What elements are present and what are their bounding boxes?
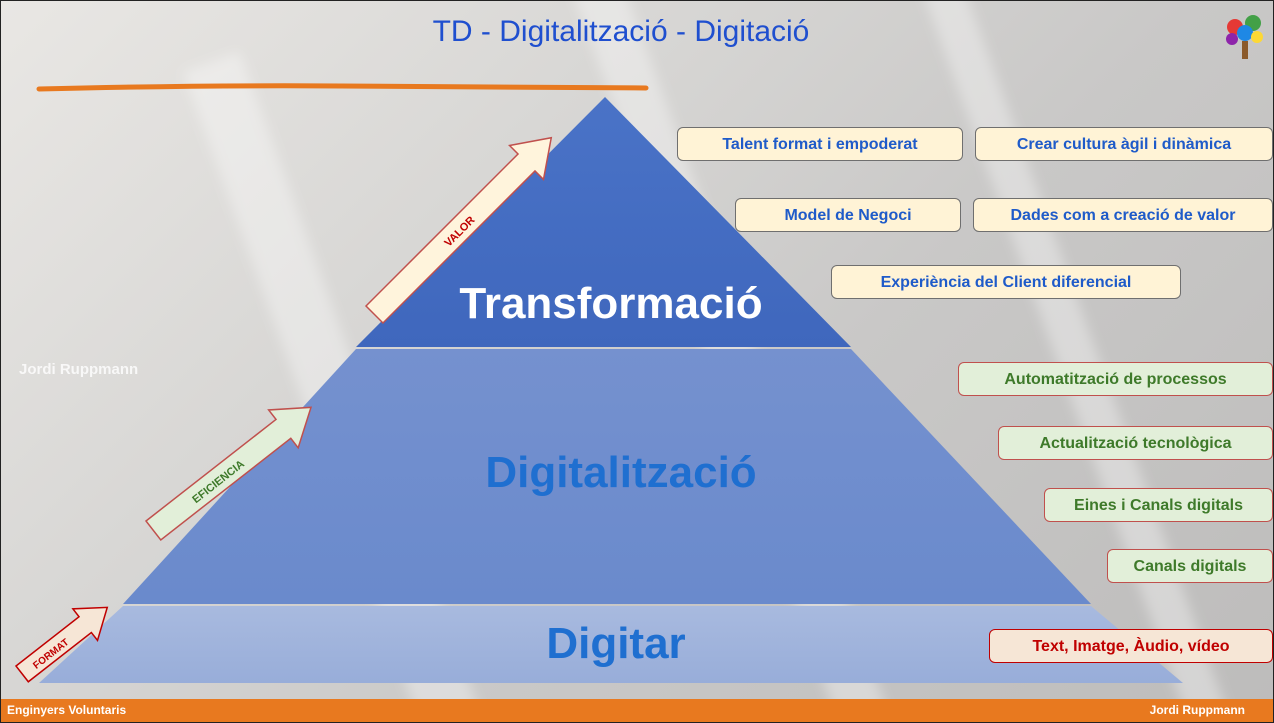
format-arrow: FORMAT <box>14 606 109 683</box>
eficiencia-arrow: EFICIENCIA <box>144 406 313 541</box>
digitar-item: Text, Imatge, Àudio, vídeo <box>989 629 1273 663</box>
transformacio-item: Dades com a creació de valor <box>973 198 1273 232</box>
transformacio-item: Talent format i empoderat <box>677 127 963 161</box>
digitalitzacio-item: Actualització tecnològica <box>998 426 1273 460</box>
title-underline <box>36 83 649 92</box>
transformacio-item: Experiència del Client diferencial <box>831 265 1181 299</box>
pyramid-middle-layer <box>123 349 1091 604</box>
transformacio-label: Transformació <box>459 279 763 328</box>
digitalitzacio-item: Automatització de processos <box>958 362 1273 396</box>
digitalitzacio-label: Digitalització <box>485 448 757 497</box>
pyramid-top-layer <box>356 97 851 347</box>
footer-bar: Enginyers Voluntaris Jordi Ruppmann <box>1 699 1273 722</box>
pyramid-bottom-layer <box>39 606 1183 683</box>
digitalitzacio-item: Canals digitals <box>1107 549 1273 583</box>
footer-organization: Enginyers Voluntaris <box>7 703 127 717</box>
digitalitzacio-item: Eines i Canals digitals <box>1044 488 1273 522</box>
valor-arrow: VALOR <box>364 136 553 325</box>
footer-author: Jordi Ruppmann <box>1149 703 1245 717</box>
tree-hands-logo-icon <box>1226 15 1263 59</box>
slide-title: TD - Digitalització - Digitació <box>432 15 810 48</box>
transformacio-item: Model de Negoci <box>735 198 961 232</box>
digitar-label: Digitar <box>546 619 686 668</box>
watermark-text: Jordi Ruppmann <box>19 361 139 378</box>
transformacio-item: Crear cultura àgil i dinàmica <box>975 127 1273 161</box>
